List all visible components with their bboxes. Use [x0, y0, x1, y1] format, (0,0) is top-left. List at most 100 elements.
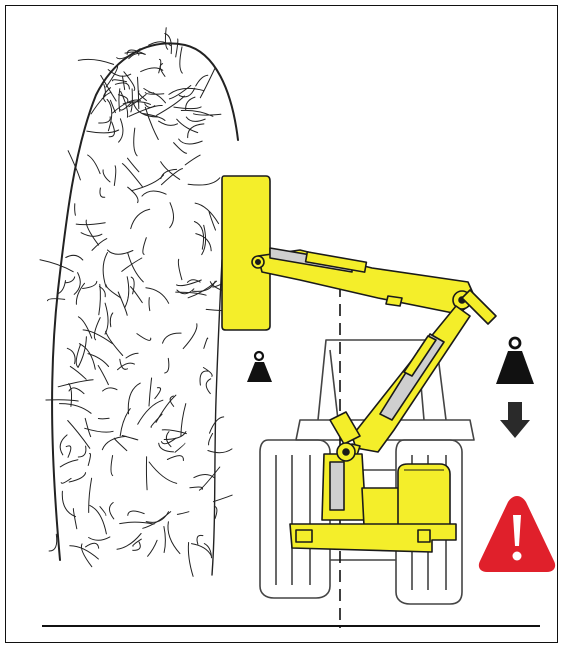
hedge-stroke: [131, 209, 150, 228]
hedge-stroke: [91, 92, 111, 114]
hedge-stroke: [170, 203, 174, 228]
hedge-stroke: [165, 28, 167, 50]
hedge-stroke: [146, 457, 147, 490]
hedge-stroke: [79, 344, 95, 370]
hedge-stroke: [70, 366, 86, 379]
hedge-stroke: [149, 378, 152, 406]
hedge-stroke: [131, 287, 143, 303]
hedge-stroke: [110, 313, 112, 327]
hedge-stroke: [69, 384, 72, 407]
hedge-stroke: [149, 298, 150, 311]
hedge-stroke: [180, 47, 182, 73]
hedge-stroke: [92, 239, 107, 251]
hedge-stroke: [185, 155, 200, 165]
hedge-stroke: [165, 358, 169, 373]
hedge-stroke: [188, 124, 204, 138]
hedge-stroke: [187, 280, 200, 283]
hedge-stroke: [176, 39, 178, 57]
hedge-stroke: [174, 143, 187, 154]
hedge-stroke: [143, 512, 171, 529]
hedge-stroke: [194, 222, 203, 250]
hedge-stroke: [89, 478, 92, 512]
hedge-stroke: [178, 259, 182, 279]
hedge-stroke: [206, 379, 211, 394]
hedge-stroke: [78, 59, 113, 64]
hedge-stroke: [195, 203, 219, 224]
hedge-stroke: [89, 537, 110, 540]
hedge-stroke: [90, 505, 107, 534]
hedge-stroke: [145, 107, 158, 139]
hedge-stroke: [142, 191, 166, 196]
hedge-stroke: [134, 128, 137, 156]
hedge-stroke: [192, 544, 212, 556]
hedge-stroke: [66, 446, 71, 457]
hedge-stroke: [118, 363, 135, 370]
hedge-stroke: [70, 546, 99, 559]
hedge-stroke: [108, 250, 133, 254]
hedge-stroke: [203, 368, 212, 377]
hedge-stroke: [122, 436, 138, 440]
hedge-stroke: [122, 164, 142, 187]
hedge-stroke: [200, 68, 215, 97]
hedge-stroke: [73, 509, 76, 529]
hedge-stroke: [69, 473, 85, 482]
hedge-stroke: [125, 277, 129, 308]
hedge-stroke: [167, 456, 183, 461]
hedge-stroke: [159, 121, 178, 125]
hedge-stroke: [168, 522, 180, 554]
hedge-stroke: [85, 418, 91, 436]
hedge-stroke: [46, 400, 78, 401]
hedge-stroke: [103, 253, 107, 288]
hedge-stroke: [78, 317, 91, 338]
hedge-stroke: [126, 353, 138, 358]
hedge-stroke: [114, 166, 115, 186]
hedge-stroke: [100, 188, 105, 197]
hedge-stroke: [100, 507, 106, 516]
hedge-stroke: [131, 277, 134, 294]
small-counterweight-icon: [247, 352, 272, 382]
hedge-stroke: [67, 348, 75, 363]
hedge-stroke: [78, 337, 86, 368]
hedge-stroke: [188, 543, 193, 577]
hedge-stroke: [128, 511, 144, 515]
hedge-stroke: [98, 366, 108, 385]
hedge-stroke: [81, 544, 91, 567]
hedge-stroke: [103, 388, 117, 391]
hedge-stroke: [118, 292, 127, 315]
boom-arm: [252, 248, 496, 470]
hedge-stroke: [156, 395, 176, 422]
hedge-stroke: [146, 512, 168, 523]
hedge-stroke: [179, 139, 203, 144]
hedge-stroke: [118, 95, 127, 102]
hedge-stroke: [94, 318, 100, 340]
hedge-stroke: [113, 80, 127, 82]
hedge-stroke: [99, 117, 111, 123]
hedge-stroke: [98, 418, 109, 419]
hedge-stroke: [196, 75, 208, 86]
hedge-stroke: [143, 238, 146, 255]
hedge-stroke: [60, 404, 92, 414]
hedge-stroke: [99, 284, 101, 314]
hedge-stroke: [49, 534, 57, 551]
hedge-stroke: [128, 253, 144, 282]
hedge-stroke: [76, 223, 105, 225]
hedge-stroke: [149, 462, 177, 483]
hedge-stroke: [210, 417, 224, 433]
hedge-stroke: [107, 99, 112, 130]
hedge-stroke: [132, 175, 164, 191]
hedge-stroke: [183, 324, 197, 349]
warning-triangle-icon: [479, 496, 555, 572]
hedge-stroke: [176, 292, 206, 295]
hedge-stroke: [58, 380, 93, 387]
hedge-stroke: [148, 540, 158, 556]
hedge-stroke: [138, 400, 163, 424]
hedge-stroke: [83, 281, 97, 288]
hedge-stroke: [164, 527, 166, 553]
hedge-stroke: [155, 388, 161, 399]
hedge-stroke: [115, 83, 129, 89]
trimmer-head: [222, 176, 270, 330]
hedge-stroke: [40, 260, 73, 272]
hedge-stroke: [106, 331, 123, 355]
large-counterweight-icon: [496, 338, 534, 384]
